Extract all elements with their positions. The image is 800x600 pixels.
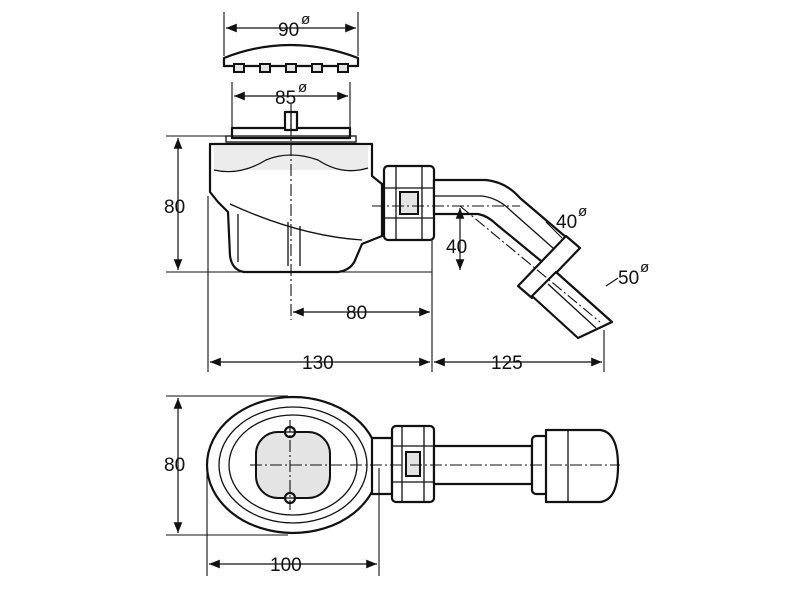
- label-85-grate: 85: [275, 88, 296, 109]
- dim-height-side: 80: [164, 135, 432, 273]
- top-outlet-end: [544, 428, 620, 504]
- dim-lengths: 130 125: [207, 196, 605, 374]
- label-40-height: 40: [446, 237, 467, 258]
- label-80-offset: 80: [346, 303, 367, 324]
- dia-symbol-50: ø: [640, 259, 649, 276]
- dim-outlet-height: 40: [446, 208, 467, 270]
- dim-cover-diameter: 90 ø: [223, 11, 359, 56]
- label-50-outlet: 50: [618, 268, 639, 289]
- label-80-top: 80: [164, 455, 185, 476]
- cover-cap: [222, 43, 360, 73]
- dim-body-width-top: 100: [206, 468, 380, 576]
- side-view: [208, 110, 614, 340]
- dim-offset: 80: [293, 240, 433, 372]
- dim-outlet-diameter: 50 ø: [605, 259, 649, 289]
- label-40-pipe: 40: [556, 212, 577, 233]
- label-100: 100: [270, 555, 302, 576]
- outlet-collar: [516, 234, 582, 300]
- dim-width-top: 80: [164, 395, 288, 536]
- label-130: 130: [302, 353, 334, 374]
- dia-symbol-40: ø: [578, 203, 587, 220]
- label-125: 125: [491, 353, 523, 374]
- label-90-cover: 90: [278, 20, 299, 41]
- dia-symbol-90: ø: [301, 11, 310, 28]
- dim-grate-diameter: 85 ø: [231, 79, 351, 128]
- dim-pipe-diameter: 40 ø: [545, 203, 587, 239]
- dia-symbol-85: ø: [298, 79, 307, 96]
- label-80-height: 80: [164, 197, 185, 218]
